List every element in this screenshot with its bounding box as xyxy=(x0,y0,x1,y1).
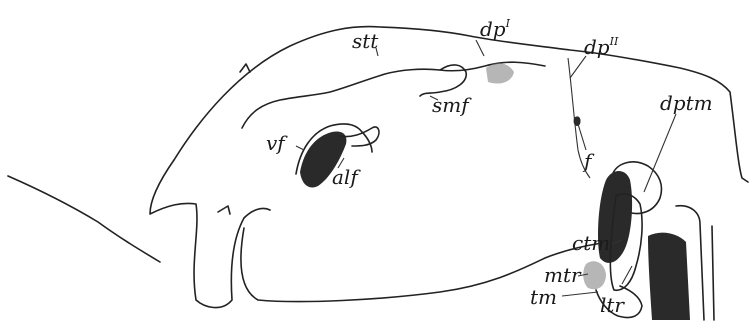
mtr-lobe xyxy=(583,261,606,289)
label-dp2-sup: II xyxy=(609,35,619,48)
leader-dp1 xyxy=(476,40,484,56)
right-stem-2 xyxy=(712,226,714,320)
left-lobe xyxy=(150,160,270,308)
dp1-knob xyxy=(486,63,514,83)
label-mtr: mtr xyxy=(544,263,582,287)
label-alf: alf xyxy=(332,165,361,189)
left-tail-line xyxy=(8,176,160,262)
label-stt: stt xyxy=(352,29,379,53)
label-ltr: ltr xyxy=(600,293,625,317)
arch-spike-2 xyxy=(218,206,230,214)
label-tm: tm xyxy=(530,285,557,309)
label-dp2-base: dp xyxy=(584,35,610,59)
label-f: f xyxy=(582,149,595,173)
leader-dp2 xyxy=(570,56,586,78)
label-dp1: dpI xyxy=(480,17,511,41)
f-dot xyxy=(574,116,581,126)
arch-spike xyxy=(240,64,250,72)
leader-tm xyxy=(562,292,598,296)
label-dptm: dptm xyxy=(660,91,713,115)
label-dp1-base: dp xyxy=(480,17,506,41)
leader-f xyxy=(578,124,586,150)
label-smf: smf xyxy=(432,93,472,117)
label-ctm: ctm xyxy=(572,231,610,255)
label-dp1-sup: I xyxy=(505,17,511,30)
ltr-column xyxy=(648,233,690,320)
leader-vf xyxy=(296,146,304,150)
label-vf: vf xyxy=(266,131,288,155)
